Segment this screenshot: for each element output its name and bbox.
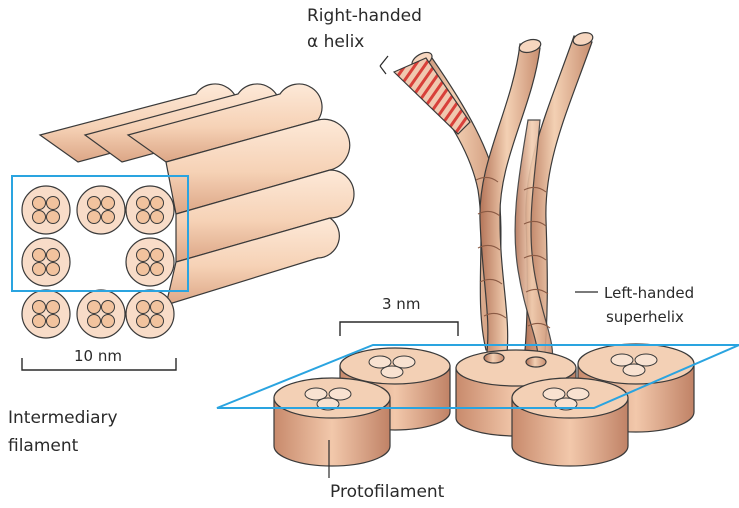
filament-label-line1: Intermediary (8, 408, 118, 428)
alpha-helix-segment (394, 58, 470, 134)
alpha-helix-label-line2: α helix (307, 32, 364, 52)
scale-label-10nm: 10 nm (74, 346, 122, 366)
alpha-helix-leader (380, 56, 388, 66)
superhelix-label-line2: superhelix (606, 307, 684, 327)
rod-end-caps (22, 186, 174, 338)
superhelix-label-line1: Left-handed (604, 283, 694, 303)
scale-label-3nm: 3 nm (382, 294, 420, 314)
filament-label-line2: filament (8, 436, 78, 456)
scale-bracket-3nm (340, 322, 458, 336)
protofilament-cylinders (274, 344, 694, 466)
protofilament-label: Protofilament (330, 482, 444, 502)
alpha-helix-label-line1: Right-handed (307, 6, 422, 26)
